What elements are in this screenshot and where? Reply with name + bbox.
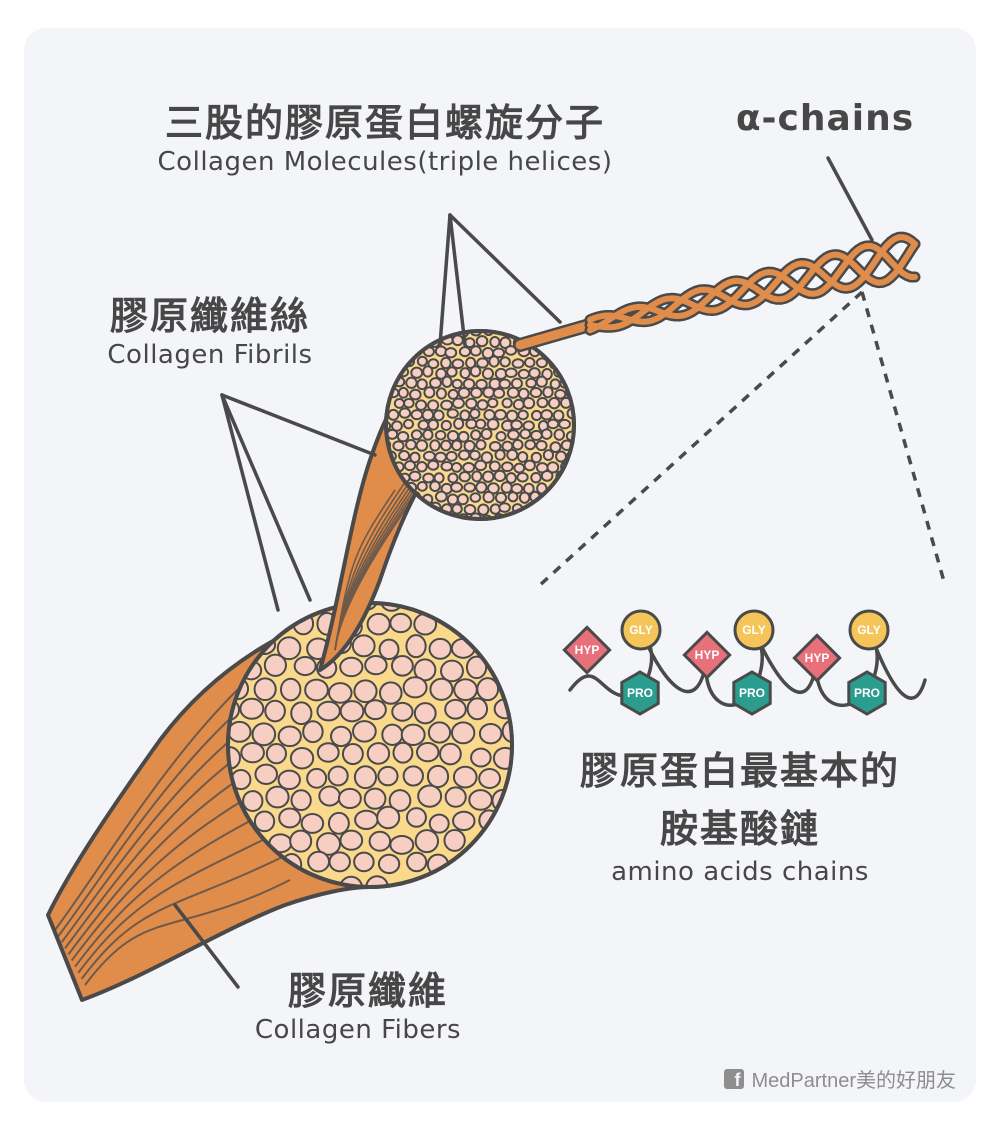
- fibrils-title-en: Collagen Fibrils: [107, 340, 313, 370]
- hyp-residue: HYP: [562, 625, 612, 675]
- hyp-residue: HYP: [682, 630, 732, 680]
- amino-acid-chain: HYP GLY PRO HYP GLY PRO HYP GLY PRO: [562, 609, 927, 716]
- gly-residue: GLY: [733, 609, 775, 651]
- svg-text:HYP: HYP: [805, 651, 830, 665]
- leader-lines: [173, 156, 874, 989]
- pro-residue: PRO: [620, 670, 660, 716]
- molecules-title-zh: 三股的膠原蛋白螺旋分子: [164, 101, 605, 145]
- triple-helix-molecule: [513, 231, 921, 352]
- svg-text:PRO: PRO: [739, 686, 765, 700]
- fibers-title-en: Collagen Fibers: [254, 1015, 462, 1045]
- gly-residue: GLY: [848, 609, 890, 651]
- facebook-icon: f: [723, 1068, 744, 1090]
- credit-text: MedPartner美的好朋友: [751, 1070, 957, 1092]
- collagen-fiber: [46, 601, 514, 1002]
- svg-text:GLY: GLY: [742, 623, 766, 637]
- collagen-fibril: [318, 329, 576, 672]
- pro-residue: PRO: [732, 670, 772, 716]
- fibrils-title-zh: 膠原纖維絲: [109, 294, 310, 338]
- hyp-residue: HYP: [792, 633, 842, 683]
- credit: f MedPartner美的好朋友: [723, 1064, 957, 1093]
- svg-text:GLY: GLY: [629, 623, 653, 637]
- amino-title-zh-line2: 胺基酸鏈: [659, 807, 820, 851]
- svg-text:PRO: PRO: [854, 686, 880, 700]
- molecules-title-en: Collagen Molecules(triple helices): [157, 147, 613, 177]
- svg-text:GLY: GLY: [857, 623, 881, 637]
- pro-residue: PRO: [847, 670, 887, 716]
- svg-text:PRO: PRO: [627, 686, 653, 700]
- fibril-cross-sections: [228, 603, 512, 887]
- amino-title-zh-line1: 膠原蛋白最基本的: [579, 749, 900, 793]
- zoom-lines: [538, 290, 947, 587]
- amino-title-en: amino acids chains: [611, 857, 869, 887]
- svg-text:HYP: HYP: [575, 643, 600, 657]
- fibers-title-zh: 膠原纖維: [287, 969, 448, 1013]
- svg-text:HYP: HYP: [695, 648, 720, 662]
- alpha-chains-label: α-chains: [735, 98, 915, 139]
- gly-residue: GLY: [620, 609, 662, 651]
